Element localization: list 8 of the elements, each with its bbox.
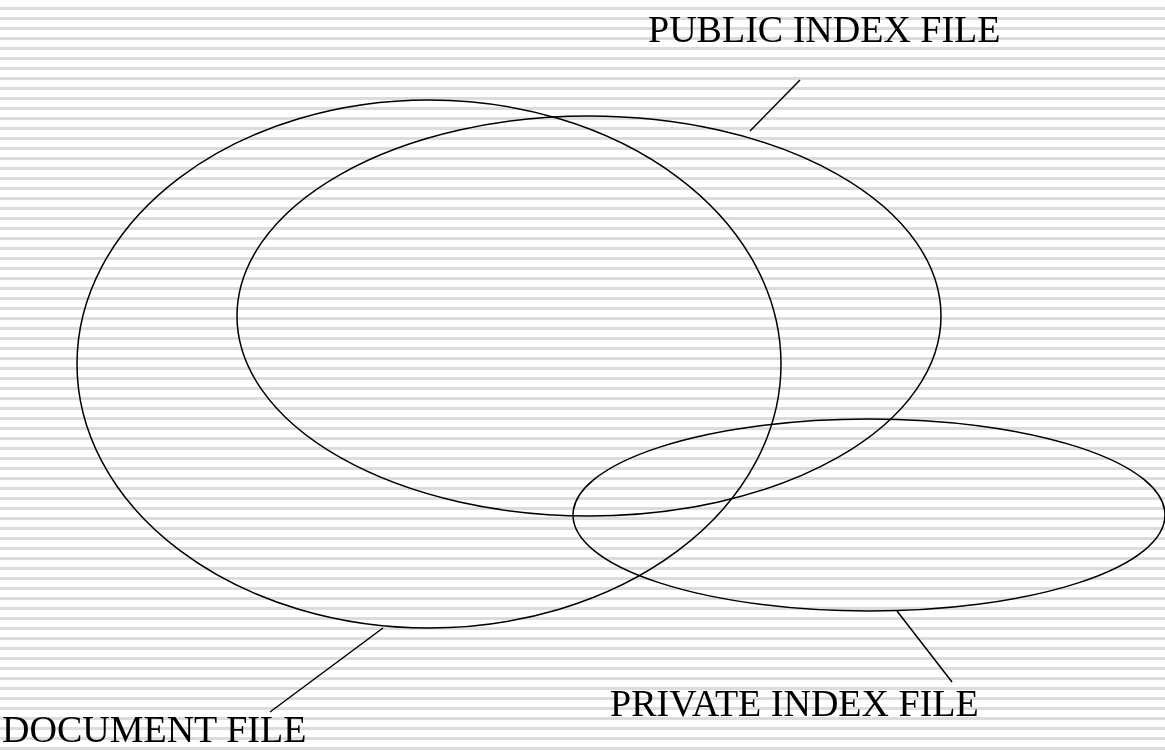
set-ellipse	[76, 99, 782, 629]
set-ellipse	[236, 115, 942, 517]
set-label: PUBLIC INDEX FILE	[648, 10, 1001, 48]
leader-line	[749, 79, 801, 132]
leader-line	[269, 627, 384, 713]
set-label: PRIVATE INDEX FILE	[610, 684, 979, 722]
set-label: DOCUMENT FILE	[2, 710, 307, 748]
leader-line	[896, 610, 953, 683]
